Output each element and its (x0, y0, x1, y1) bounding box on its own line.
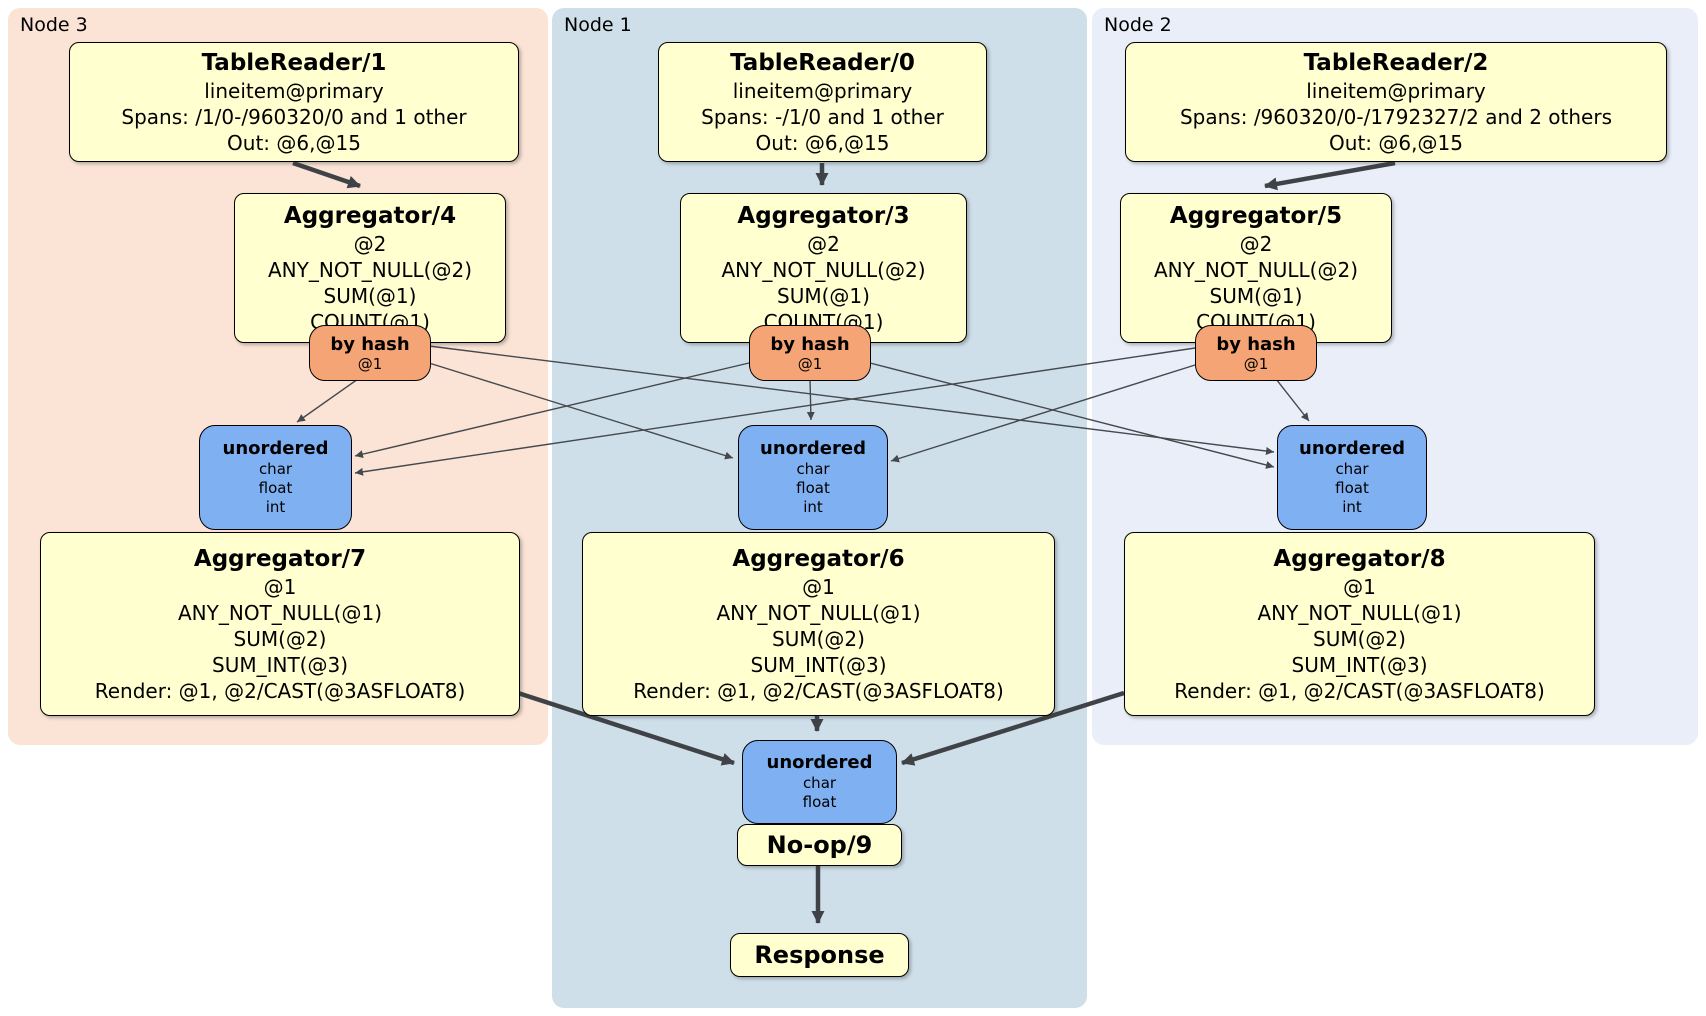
sync-stream-type: int (265, 498, 286, 516)
processor-detail: SUM(@1) (777, 283, 870, 308)
processor-detail: SUM_INT(@3) (212, 652, 348, 677)
table-reader-1-box: TableReader/1 lineitem@primary Spans: /1… (69, 42, 519, 162)
processor-title: Aggregator/4 (283, 202, 457, 229)
processor-detail: SUM_INT(@3) (1291, 652, 1428, 677)
processor-detail: SUM(@1) (1209, 283, 1303, 308)
processor-detail: SUM(@2) (233, 626, 327, 651)
sync-stream-type: float (802, 793, 837, 811)
aggregator-5-box: Aggregator/5 @2 ANY_NOT_NULL(@2) SUM(@1)… (1120, 193, 1392, 343)
processor-detail: @1 (263, 574, 297, 599)
router-detail: @1 (357, 354, 383, 373)
processor-detail: Out: @6,@15 (227, 130, 361, 155)
sync-label: unordered (760, 438, 866, 459)
table-reader-2-box: TableReader/2 lineitem@primary Spans: /9… (1125, 42, 1667, 162)
hash-router-node2: by hash @1 (1195, 325, 1317, 381)
sync-label: unordered (1299, 438, 1405, 459)
processor-detail: Spans: -/1/0 and 1 other (701, 104, 944, 129)
processor-detail: ANY_NOT_NULL(@1) (716, 600, 921, 625)
processor-detail: ANY_NOT_NULL(@2) (721, 257, 926, 282)
processor-detail: ANY_NOT_NULL(@1) (178, 600, 382, 625)
unordered-sync-node2: unordered char float int (1277, 425, 1427, 530)
node2-region-label: Node 2 (1104, 14, 1172, 36)
processor-detail: Spans: /1/0-/960320/0 and 1 other (121, 104, 467, 129)
processor-detail: SUM(@2) (772, 626, 865, 651)
processor-title: TableReader/1 (201, 49, 387, 76)
sync-stream-type: float (1335, 479, 1369, 497)
sync-label: unordered (766, 752, 873, 773)
processor-title: No-op/9 (766, 831, 873, 859)
processor-detail: Out: @6,@15 (755, 130, 890, 155)
processor-detail: Render: @1, @2/CAST(@3ASFLOAT8) (633, 678, 1004, 703)
sync-stream-type: char (258, 460, 293, 478)
processor-title: Aggregator/7 (193, 545, 367, 572)
sync-stream-type: float (796, 479, 830, 497)
sync-stream-type: char (796, 460, 830, 478)
processor-detail: lineitem@primary (732, 78, 913, 103)
aggregator-6-box: Aggregator/6 @1 ANY_NOT_NULL(@1) SUM(@2)… (582, 532, 1055, 716)
noop-9-box: No-op/9 (737, 824, 902, 866)
processor-title: Response (754, 941, 885, 969)
processor-detail: @1 (802, 574, 835, 599)
aggregator-7-box: Aggregator/7 @1 ANY_NOT_NULL(@1) SUM(@2)… (40, 532, 520, 716)
unordered-sync-final: unordered char float (742, 740, 897, 824)
processor-detail: SUM(@1) (323, 283, 417, 308)
aggregator-8-box: Aggregator/8 @1 ANY_NOT_NULL(@1) SUM(@2)… (1124, 532, 1595, 716)
processor-detail: SUM_INT(@3) (750, 652, 887, 677)
aggregator-4-box: Aggregator/4 @2 ANY_NOT_NULL(@2) SUM(@1)… (234, 193, 506, 343)
router-detail: @1 (797, 354, 823, 373)
aggregator-3-box: Aggregator/3 @2 ANY_NOT_NULL(@2) SUM(@1)… (680, 193, 967, 343)
processor-detail: ANY_NOT_NULL(@1) (1257, 600, 1462, 625)
node1-region-label: Node 1 (564, 14, 632, 36)
processor-detail: @2 (807, 231, 840, 256)
processor-detail: lineitem@primary (1306, 78, 1486, 103)
processor-title: TableReader/2 (1303, 49, 1489, 76)
router-detail: @1 (1243, 354, 1269, 373)
sync-stream-type: int (1342, 498, 1362, 516)
sync-stream-type: float (258, 479, 293, 497)
processor-detail: ANY_NOT_NULL(@2) (1154, 257, 1358, 282)
sync-stream-type: char (1335, 460, 1369, 478)
processor-title: Aggregator/6 (732, 545, 905, 572)
processor-title: TableReader/0 (730, 49, 915, 76)
router-label: by hash (330, 333, 410, 355)
router-label: by hash (1216, 333, 1296, 355)
processor-detail: @1 (1343, 574, 1376, 599)
sync-stream-type: int (803, 498, 823, 516)
processor-title: Aggregator/3 (737, 202, 910, 229)
table-reader-0-box: TableReader/0 lineitem@primary Spans: -/… (658, 42, 987, 162)
processor-detail: SUM(@2) (1313, 626, 1406, 651)
hash-router-node3: by hash @1 (309, 325, 431, 381)
response-box: Response (730, 933, 909, 977)
processor-title: Aggregator/5 (1169, 202, 1343, 229)
node3-region-label: Node 3 (20, 14, 88, 36)
hash-router-node1: by hash @1 (749, 325, 871, 381)
processor-detail: Spans: /960320/0-/1792327/2 and 2 others (1179, 104, 1612, 129)
processor-title: Aggregator/8 (1273, 545, 1446, 572)
processor-detail: lineitem@primary (204, 78, 384, 103)
processor-detail: Render: @1, @2/CAST(@3ASFLOAT8) (1174, 678, 1545, 703)
unordered-sync-node3: unordered char float int (199, 425, 352, 530)
sync-stream-type: char (802, 774, 837, 792)
processor-detail: ANY_NOT_NULL(@2) (268, 257, 472, 282)
router-label: by hash (770, 333, 850, 355)
processor-detail: @2 (1239, 231, 1273, 256)
processor-detail: Out: @6,@15 (1329, 130, 1463, 155)
sync-label: unordered (222, 438, 329, 459)
processor-detail: @2 (353, 231, 387, 256)
processor-detail: Render: @1, @2/CAST(@3ASFLOAT8) (94, 678, 466, 703)
unordered-sync-node1: unordered char float int (738, 425, 888, 530)
